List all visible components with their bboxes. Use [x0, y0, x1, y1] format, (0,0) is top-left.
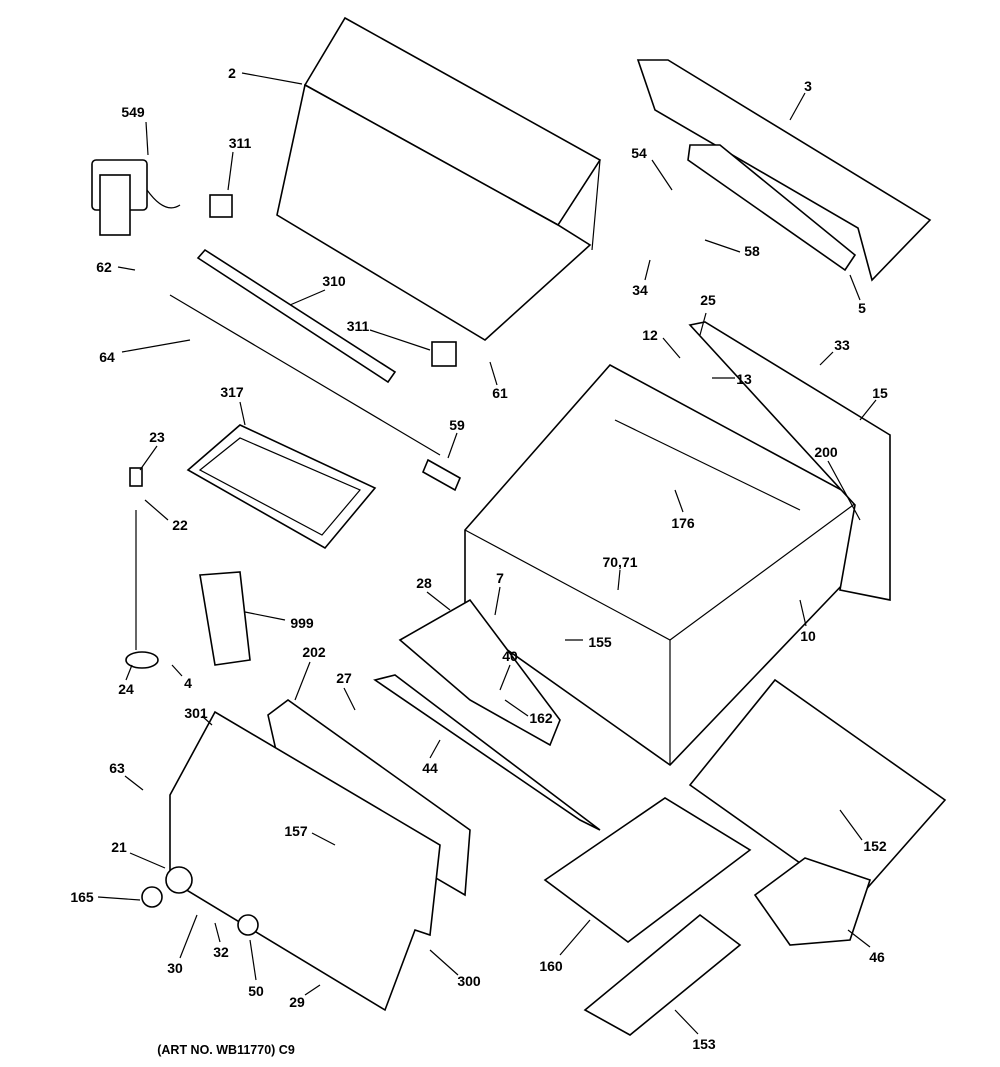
- callout-label: 23: [149, 429, 165, 445]
- callout-label: 30: [167, 960, 183, 976]
- part-burner-tube: [398, 598, 561, 747]
- callout-label: 61: [492, 385, 508, 401]
- callout-label: 12: [642, 327, 658, 343]
- part-knob: [141, 886, 163, 908]
- callout-label: 160: [539, 958, 563, 974]
- callout-label: 13: [736, 371, 752, 387]
- callout-label: 32: [213, 944, 229, 960]
- callout-label: 10: [800, 628, 816, 644]
- callout-label: 58: [744, 243, 760, 259]
- part-owners-manual: [199, 571, 251, 666]
- part-rotisserie-motor: [91, 159, 181, 236]
- callout-label: 15: [872, 385, 888, 401]
- callout-label: 24: [118, 681, 134, 697]
- part-heat-shield: [543, 797, 752, 944]
- part-side-panel: [688, 321, 891, 601]
- part-hood: [276, 16, 602, 341]
- part-bracket: [431, 341, 457, 367]
- part-burner: [583, 913, 742, 1036]
- callout-label: 999: [290, 615, 314, 631]
- part-front-trim: [373, 674, 601, 831]
- callout-label: 176: [671, 515, 695, 531]
- callout-label: 21: [111, 839, 127, 855]
- part-bracket: [209, 194, 233, 218]
- callout-label: 50: [248, 983, 264, 999]
- callout-label: 44: [422, 760, 438, 776]
- part-lava-rock: [753, 857, 872, 946]
- callout-label: 317: [220, 384, 244, 400]
- callout-label: 64: [99, 349, 115, 365]
- callout-label: 28: [416, 575, 432, 591]
- callout-label: 22: [172, 517, 188, 533]
- callout-label: 200: [814, 444, 838, 460]
- callout-label: 310: [322, 273, 346, 289]
- callout-label: 152: [863, 838, 887, 854]
- part-bezel: [165, 866, 193, 894]
- part-gas-line: [125, 467, 159, 669]
- art-number-caption: (ART NO. WB11770) C9: [157, 1043, 295, 1057]
- callout-label: 7: [496, 570, 504, 586]
- callout-label: 59: [449, 417, 465, 433]
- callout-label: 162: [529, 710, 553, 726]
- callout-label: 46: [869, 949, 885, 965]
- callout-label: 202: [302, 644, 326, 660]
- callout-label: 165: [70, 889, 94, 905]
- callout-label: 54: [631, 145, 647, 161]
- callout-label: 311: [229, 135, 252, 151]
- callout-label: 153: [692, 1036, 716, 1052]
- callout-label: 311: [347, 318, 370, 334]
- callout-label: 70,71: [602, 554, 637, 570]
- leader-lines: [97, 72, 877, 1035]
- part-knob-50: [237, 914, 259, 936]
- part-hood-trim: [636, 59, 932, 282]
- callout-label: 4: [184, 675, 192, 691]
- part-drip-pan: [186, 424, 377, 550]
- callout-label: 5: [858, 300, 866, 316]
- callout-label: 62: [96, 259, 112, 275]
- callout-label: 33: [834, 337, 850, 353]
- callout-label: 300: [457, 973, 481, 989]
- callout-label: 157: [284, 823, 308, 839]
- callout-label: 25: [700, 292, 716, 308]
- callout-label: 34: [632, 282, 648, 298]
- callout-label: 63: [109, 760, 125, 776]
- callout-label: 155: [588, 634, 612, 650]
- callout-label: 3: [804, 78, 812, 94]
- part-control-panel-301: [169, 710, 441, 1012]
- callout-label: 301: [184, 705, 208, 721]
- callout-label: 40: [502, 648, 518, 664]
- part-spit-rod: [169, 248, 462, 492]
- callout-label: 29: [289, 994, 305, 1010]
- callout-label: 27: [336, 670, 352, 686]
- callout-label: 549: [121, 104, 145, 120]
- callout-label: 2: [228, 65, 236, 81]
